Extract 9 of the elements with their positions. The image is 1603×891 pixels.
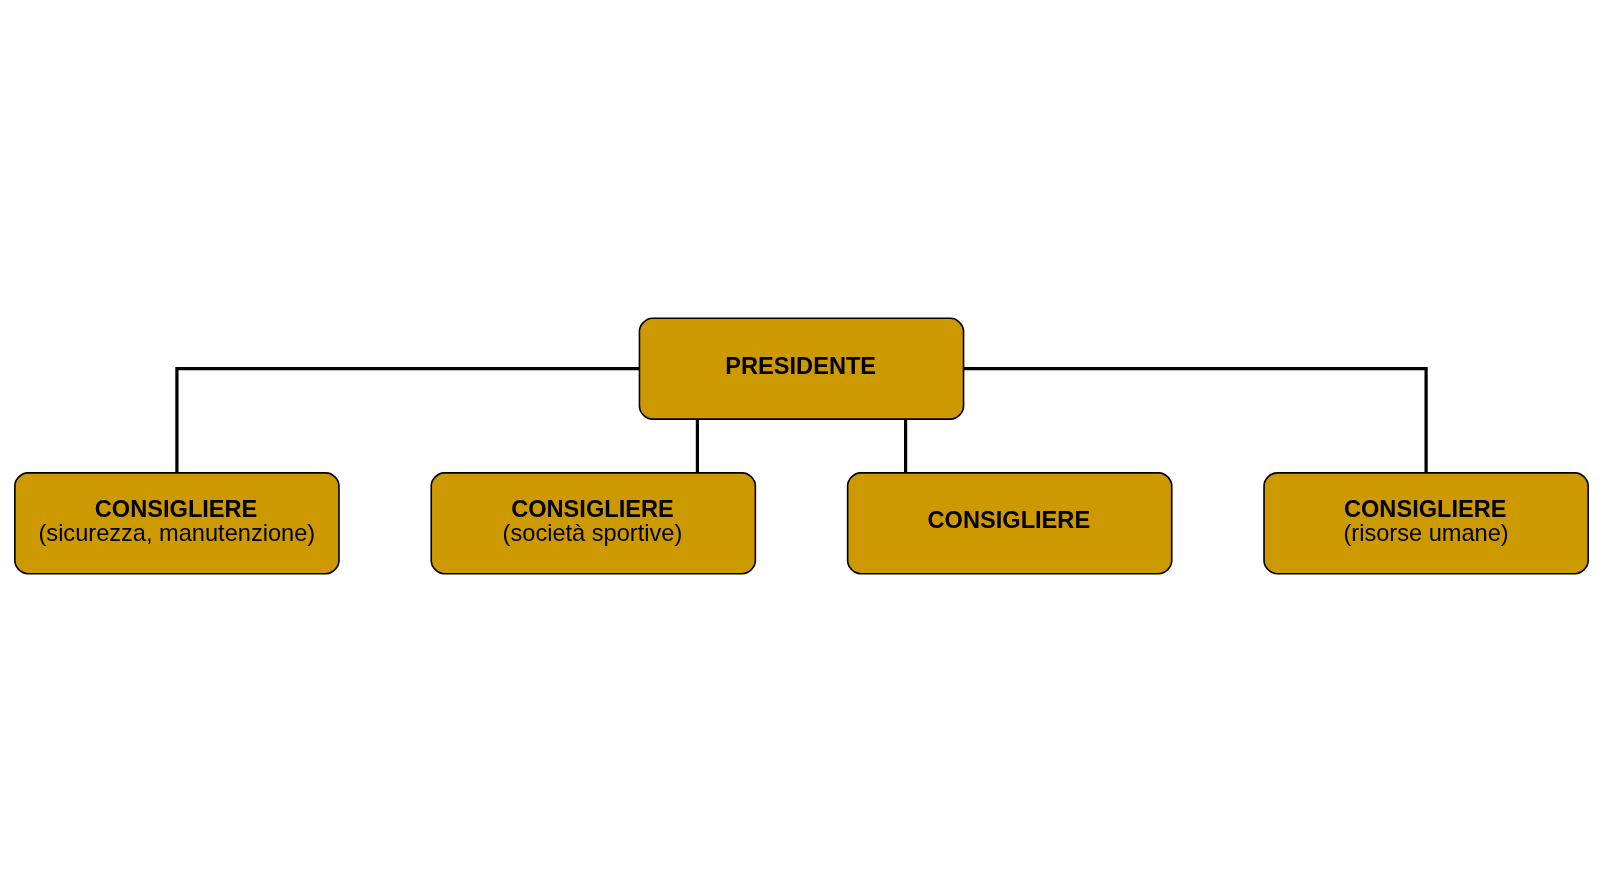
node-box: CONSIGLIERE (risorse umane) xyxy=(1263,471,1589,574)
connector xyxy=(695,418,699,473)
connector xyxy=(175,366,640,473)
connector xyxy=(963,366,1428,473)
node-box: PRESIDENTE xyxy=(638,317,965,420)
connector xyxy=(904,418,908,473)
node-box: CONSIGLIERE xyxy=(846,471,1173,574)
node-box: CONSIGLIERE (società sportive) xyxy=(430,471,757,574)
node-box: CONSIGLIERE (sicurezza, manutenzione) xyxy=(14,471,340,574)
